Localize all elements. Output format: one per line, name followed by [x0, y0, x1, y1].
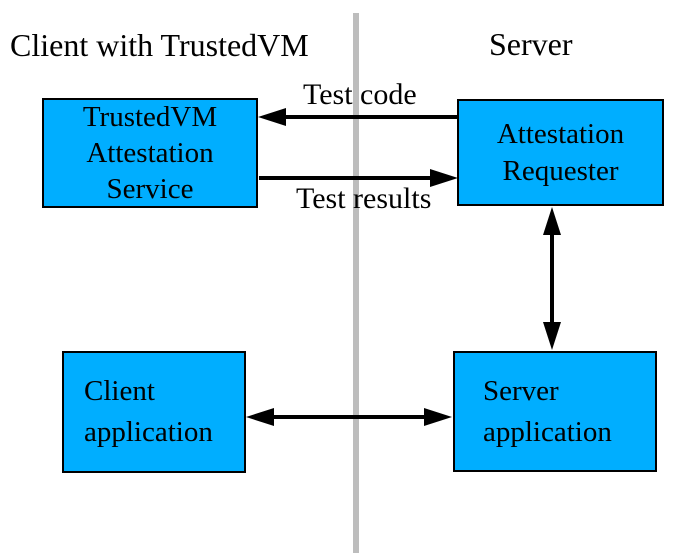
- box-text-line: application: [84, 416, 213, 448]
- box-text-line: Attestation: [496, 117, 625, 150]
- server-region-title: Server: [489, 26, 573, 62]
- client-application-box: Client application: [62, 351, 246, 473]
- attestation-requester-box: Attestation Requester: [457, 99, 664, 206]
- server-application-box: Server application: [453, 351, 657, 472]
- box-text-line: Service: [106, 173, 194, 205]
- box-text-line: Attestation: [86, 137, 214, 169]
- box-text-line: Server: [483, 374, 559, 407]
- trustedvm-attestation-service-box: TrustedVM Attestation Service: [42, 98, 258, 208]
- box-text-line: application: [483, 415, 612, 448]
- box-text-line: Requester: [502, 154, 619, 187]
- box-text-line: TrustedVM: [82, 101, 218, 133]
- client-server-divider-line: [353, 13, 359, 553]
- box-text-line: Client: [84, 375, 155, 407]
- requester-serverapp-double-arrow: [543, 207, 561, 350]
- test-results-arrow-label: Test results: [296, 182, 432, 215]
- clientapp-serverapp-double-arrow: [246, 408, 452, 426]
- client-region-title: Client with TrustedVM: [10, 27, 309, 63]
- test-code-arrow-label: Test code: [303, 78, 417, 111]
